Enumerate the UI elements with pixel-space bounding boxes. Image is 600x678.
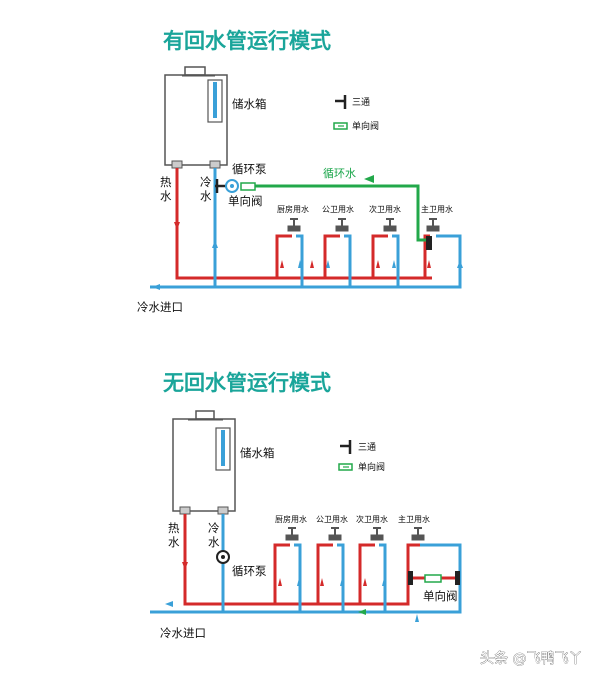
top-tank-label: 储水箱 bbox=[232, 97, 267, 111]
top-fixture-public-bath: 公卫用水 bbox=[322, 204, 354, 214]
top-water-heater bbox=[164, 66, 228, 169]
bottom-faucets bbox=[285, 527, 425, 541]
bottom-legend-check-valve-icon bbox=[338, 463, 353, 471]
top-legend-check-valve-label: 单向阀 bbox=[352, 120, 379, 132]
bottom-fixture-second-bath: 次卫用水 bbox=[356, 514, 388, 524]
bottom-fixture-public-bath: 公卫用水 bbox=[316, 514, 348, 524]
bottom-pump-icon bbox=[216, 550, 230, 564]
top-legend-check-valve-icon bbox=[333, 122, 348, 130]
top-legend-tee-icon bbox=[335, 95, 347, 109]
top-check-valve-icon bbox=[240, 182, 256, 191]
top-title: 有回水管运行模式 bbox=[163, 29, 331, 53]
bottom-check-valve-icon bbox=[408, 571, 460, 585]
top-legend-tee-label: 三通 bbox=[352, 97, 370, 108]
watermark: 头条 @飞鸭飞丫 bbox=[480, 650, 582, 667]
bottom-check-valve-label: 单向阀 bbox=[423, 589, 458, 603]
top-return-pipe bbox=[254, 184, 428, 242]
bottom-hot-label-2: 水 bbox=[168, 535, 180, 549]
top-pump-icon bbox=[215, 179, 239, 193]
bottom-fixture-master-bath: 主卫用水 bbox=[398, 514, 430, 524]
top-tee-icon bbox=[426, 236, 432, 250]
bottom-cold-label-1: 冷 bbox=[208, 521, 220, 535]
top-check-valve-label: 单向阀 bbox=[228, 194, 263, 208]
top-flow-arrows bbox=[152, 222, 463, 290]
top-return-arrow-icon bbox=[364, 175, 374, 183]
top-hot-pipe bbox=[175, 168, 432, 280]
bottom-legend-tee-label: 三通 bbox=[358, 442, 376, 453]
bottom-fixture-kitchen: 厨房用水 bbox=[275, 514, 307, 524]
bottom-tank-label: 储水箱 bbox=[240, 446, 275, 460]
bottom-inlet-label: 冷水进口 bbox=[160, 626, 206, 640]
top-inlet-label: 冷水进口 bbox=[137, 300, 183, 314]
top-hot-label-2: 水 bbox=[160, 189, 172, 203]
bottom-cold-pipe bbox=[150, 514, 462, 614]
top-hot-label-1: 热 bbox=[160, 175, 172, 189]
bottom-pump-label: 循环泵 bbox=[232, 564, 267, 578]
top-pump-label: 循环泵 bbox=[232, 162, 267, 176]
bottom-legend-check-valve-label: 单向阀 bbox=[358, 461, 385, 473]
top-cold-label-2: 水 bbox=[200, 189, 212, 203]
top-faucets bbox=[287, 218, 440, 232]
top-fixture-kitchen: 厨房用水 bbox=[277, 204, 309, 214]
top-fixture-second-bath: 次卫用水 bbox=[369, 204, 401, 214]
top-return-label: 循环水 bbox=[323, 167, 356, 180]
bottom-legend-tee-icon bbox=[340, 440, 352, 454]
top-cold-label-1: 冷 bbox=[200, 175, 212, 189]
bottom-flow-arrows bbox=[165, 562, 419, 622]
top-fixture-master-bath: 主卫用水 bbox=[421, 204, 453, 214]
bottom-cold-label-2: 水 bbox=[208, 535, 220, 549]
bottom-water-heater bbox=[172, 410, 236, 515]
bottom-hot-label-1: 热 bbox=[168, 521, 180, 535]
bottom-title: 无回水管运行模式 bbox=[163, 371, 331, 395]
